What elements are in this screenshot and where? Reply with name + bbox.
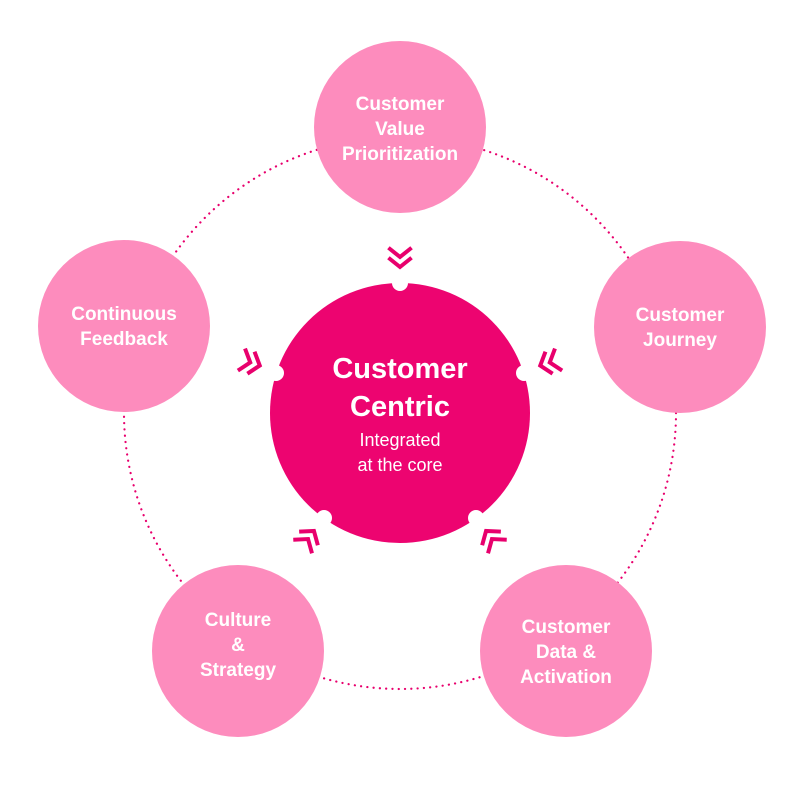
center-title-line: Customer bbox=[332, 353, 467, 385]
node-label-line: Activation bbox=[520, 667, 612, 688]
double-chevron-arrow-icon bbox=[537, 347, 564, 376]
node-customer-value-prioritization: Customer Value Prioritization bbox=[314, 41, 486, 213]
node-label-line: & bbox=[231, 635, 245, 656]
center-circle bbox=[270, 283, 530, 543]
center-customer-centric: Customer Centric Integrated at the core bbox=[268, 275, 532, 543]
node-culture-strategy: Culture & Strategy bbox=[152, 565, 324, 737]
node-label-line: Prioritization bbox=[342, 144, 458, 165]
node-label-line: Customer bbox=[522, 617, 611, 638]
node-label-line: Customer bbox=[636, 305, 725, 326]
double-chevron-arrow-icon bbox=[293, 528, 320, 554]
node-label-line: Continuous bbox=[71, 304, 177, 325]
node-circle bbox=[152, 565, 324, 737]
node-customer-data-activation: Customer Data & Activation bbox=[480, 565, 652, 737]
node-circle bbox=[38, 240, 210, 412]
connector-notch bbox=[516, 365, 532, 381]
center-subtitle-line: at the core bbox=[357, 455, 442, 475]
connector-notch bbox=[392, 275, 408, 291]
node-label-line: Culture bbox=[205, 610, 272, 631]
center-subtitle-line: Integrated bbox=[359, 430, 440, 450]
node-label-line: Journey bbox=[643, 330, 717, 351]
double-chevron-arrow-icon bbox=[387, 246, 413, 270]
double-chevron-arrow-icon bbox=[480, 528, 507, 554]
double-chevron-arrow-icon bbox=[236, 347, 263, 376]
node-label-line: Value bbox=[375, 119, 425, 140]
arrows-group bbox=[236, 246, 564, 554]
node-label-line: Feedback bbox=[80, 329, 168, 350]
node-continuous-feedback: Continuous Feedback bbox=[38, 240, 210, 412]
node-customer-journey: Customer Journey bbox=[594, 241, 766, 413]
connector-notch bbox=[268, 365, 284, 381]
connector-notch bbox=[316, 510, 332, 526]
node-circle bbox=[594, 241, 766, 413]
node-label-line: Data & bbox=[536, 642, 596, 663]
dotted-ring bbox=[122, 135, 678, 691]
node-label-line: Strategy bbox=[200, 660, 276, 681]
connector-notch bbox=[468, 510, 484, 526]
node-circle bbox=[314, 41, 486, 213]
center-title-line: Centric bbox=[350, 391, 450, 423]
node-circle bbox=[480, 565, 652, 737]
node-label-line: Customer bbox=[356, 94, 445, 115]
